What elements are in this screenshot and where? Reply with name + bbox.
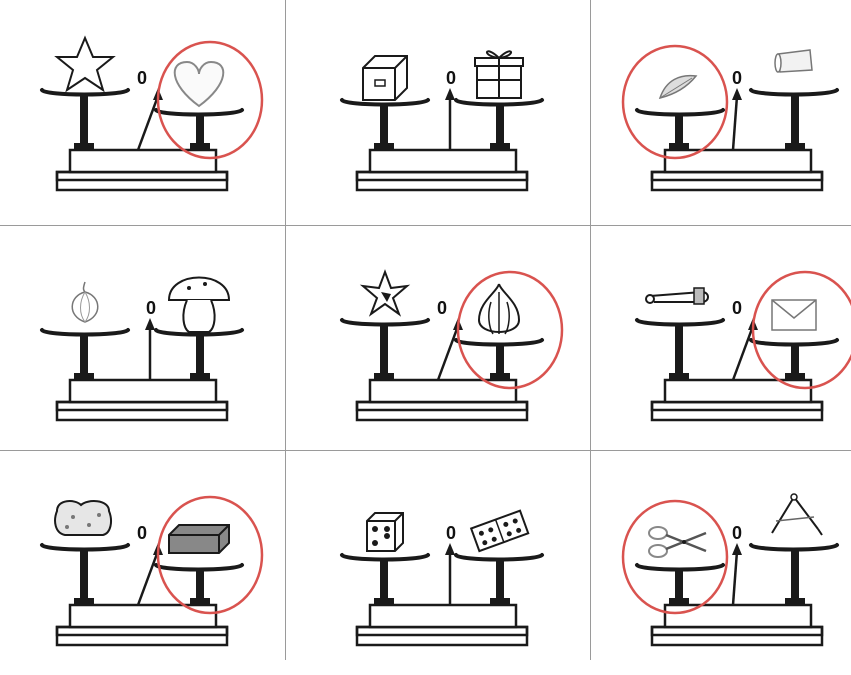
scale-pan-right xyxy=(751,90,837,95)
balance-scale-illustration: 0 xyxy=(0,0,283,220)
cup-icon xyxy=(775,50,812,72)
scale-needle xyxy=(732,88,742,150)
needle-zero-label: 0 xyxy=(732,298,742,318)
scale-pan-left xyxy=(637,110,723,115)
scale-post-left xyxy=(380,324,388,380)
scale-pan-left xyxy=(637,320,723,325)
grid-line-vertical-1 xyxy=(285,0,286,660)
onion-icon xyxy=(72,282,98,322)
scale-needle xyxy=(732,543,742,605)
scale-base xyxy=(57,605,227,645)
die-icon xyxy=(367,513,403,551)
needle-zero-label: 0 xyxy=(446,68,456,88)
compass-icon xyxy=(772,494,822,535)
scale-pan-left xyxy=(342,555,428,560)
scale-needle xyxy=(445,88,455,150)
balance-scale-illustration: 0 xyxy=(300,230,583,450)
scale-post-right xyxy=(791,549,799,605)
balance-scale-illustration: 0 xyxy=(300,455,583,675)
scale-pan-right xyxy=(156,110,242,115)
scale-pan-left xyxy=(342,320,428,325)
scale-post-right xyxy=(791,94,799,150)
answer-circle xyxy=(158,497,262,613)
needle-zero-label: 0 xyxy=(137,523,147,543)
scale-post-left xyxy=(80,94,88,150)
sponge-icon xyxy=(55,501,111,535)
balance-scale-illustration: 0 xyxy=(595,230,851,450)
scale-needle xyxy=(445,543,455,605)
scale-base xyxy=(652,380,822,420)
balance-scale-illustration: 0 xyxy=(595,455,851,675)
domino-icon xyxy=(471,511,528,551)
scale-pan-left xyxy=(42,330,128,335)
scale-base xyxy=(652,150,822,190)
leaf-icon xyxy=(363,272,407,314)
scale-base xyxy=(357,150,527,190)
gift-icon xyxy=(475,51,523,98)
scale-base xyxy=(357,605,527,645)
scale-base xyxy=(357,380,527,420)
balance-scale-illustration: 0 xyxy=(595,0,851,220)
balance-scale-cell[interactable]: 0 xyxy=(0,230,283,450)
box-icon xyxy=(363,56,407,100)
needle-zero-label: 0 xyxy=(146,298,156,318)
scissors-icon xyxy=(649,527,706,557)
scale-pan-right xyxy=(751,545,837,550)
scale-pan-right xyxy=(156,565,242,570)
safety-pin-icon xyxy=(646,288,708,304)
balance-scale-illustration: 0 xyxy=(300,0,583,220)
scale-pan-left xyxy=(42,545,128,550)
needle-zero-label: 0 xyxy=(137,68,147,88)
scale-base xyxy=(652,605,822,645)
needle-zero-label: 0 xyxy=(732,523,742,543)
scale-needle xyxy=(145,318,155,380)
balance-scale-illustration: 0 xyxy=(0,455,283,675)
envelope-icon xyxy=(772,300,816,330)
balance-scale-cell[interactable]: 0 xyxy=(300,230,583,450)
scale-post-left xyxy=(80,549,88,605)
scale-base xyxy=(57,150,227,190)
balance-scale-cell[interactable]: 0 xyxy=(300,455,583,675)
balance-scale-cell[interactable]: 0 xyxy=(595,0,851,220)
needle-zero-label: 0 xyxy=(446,523,456,543)
balance-scale-cell[interactable]: 0 xyxy=(595,455,851,675)
answer-circle xyxy=(158,42,262,158)
balance-scale-cell[interactable]: 0 xyxy=(0,455,283,675)
scale-pan-right xyxy=(456,100,542,105)
scale-pan-left xyxy=(637,565,723,570)
grid-line-horizontal-2 xyxy=(0,450,851,451)
scale-pan-left xyxy=(42,90,128,95)
garlic-icon xyxy=(479,284,519,334)
balance-scale-cell[interactable]: 0 xyxy=(300,0,583,220)
grid-line-vertical-2 xyxy=(590,0,591,660)
balance-scale-cell[interactable]: 0 xyxy=(0,0,283,220)
worksheet: 0 0 0 0 0 0 0 0 0 xyxy=(0,0,851,660)
balance-scale-cell[interactable]: 0 xyxy=(595,230,851,450)
needle-zero-label: 0 xyxy=(437,298,447,318)
scale-pan-right xyxy=(456,555,542,560)
scale-base xyxy=(57,380,227,420)
scale-post-left xyxy=(675,324,683,380)
heart-icon xyxy=(175,62,224,106)
mushroom-icon xyxy=(169,278,229,333)
star-icon xyxy=(57,38,113,90)
needle-zero-label: 0 xyxy=(732,68,742,88)
scale-pan-right xyxy=(751,340,837,345)
scale-pan-right xyxy=(456,340,542,345)
grid-line-horizontal-1 xyxy=(0,225,851,226)
balance-scale-illustration: 0 xyxy=(0,230,283,450)
feather-icon xyxy=(660,76,696,98)
book-icon xyxy=(169,525,229,553)
